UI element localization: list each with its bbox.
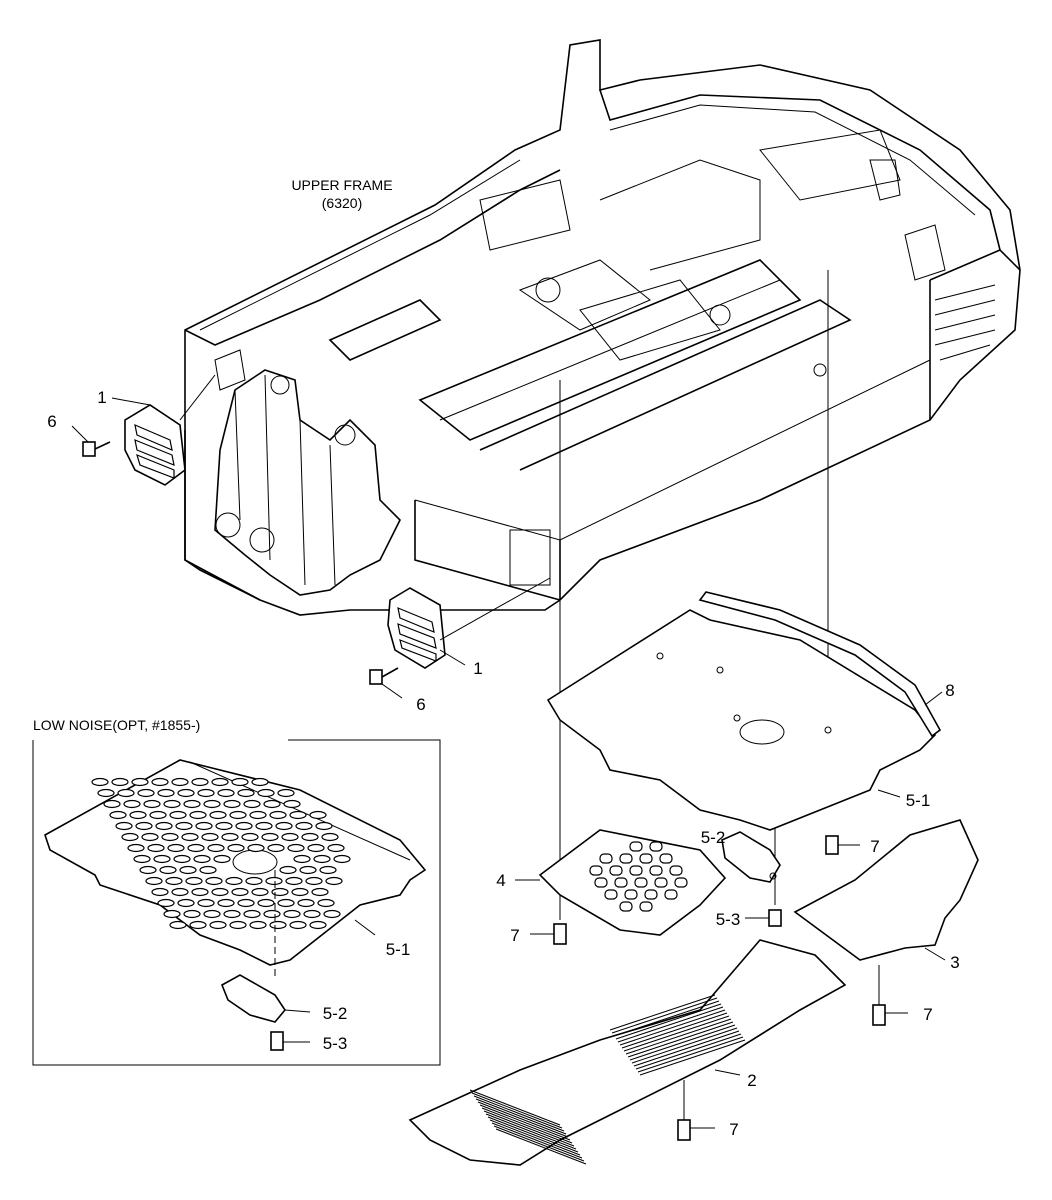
callout-1-lower: 1 <box>473 659 482 678</box>
callout-6-lower: 6 <box>416 695 425 714</box>
upper-frame-drawing <box>184 39 1021 616</box>
inset-undercover-5-1 <box>44 759 427 966</box>
low-noise-inset <box>32 739 441 1066</box>
undercover-part-5-1 <box>546 609 937 831</box>
inset-callout-5-2: 5-2 <box>323 1004 348 1023</box>
callout-5-3: 5-3 <box>716 910 741 929</box>
upper-frame-title: UPPER FRAME <box>291 177 392 193</box>
grille-plate-part-4 <box>515 829 727 936</box>
callout-6-upper: 6 <box>47 412 56 431</box>
cover-part-2 <box>408 939 847 1166</box>
bolt-part-5-3-right <box>745 909 782 927</box>
inset-callout-5-1: 5-1 <box>386 940 411 959</box>
inset-callout-5-3: 5-3 <box>323 1034 348 1053</box>
plate-part-5-2-right <box>721 831 781 883</box>
bolt-part-7-d <box>677 1080 715 1141</box>
callout-7-d: 7 <box>729 1120 738 1139</box>
grille-part-1-upper <box>111 374 216 486</box>
callout-8: 8 <box>945 681 954 700</box>
callout-5-1: 5-1 <box>906 791 931 810</box>
callout-1-upper: 1 <box>97 388 106 407</box>
callout-7-c: 7 <box>923 1005 932 1024</box>
grille-part-1-lower <box>387 577 551 669</box>
callout-4: 4 <box>496 871 505 890</box>
callout-2: 2 <box>747 1071 756 1090</box>
callout-7-b: 7 <box>510 926 519 945</box>
bolt-part-6-lower <box>369 667 403 699</box>
inset-bolt-5-3 <box>270 1031 310 1051</box>
bolt-part-7-b <box>530 923 567 945</box>
callout-3: 3 <box>950 953 959 972</box>
cover-part-3 <box>793 819 979 961</box>
strip-part-8 <box>698 591 943 738</box>
bolt-part-7-c <box>872 965 908 1026</box>
callout-5-2: 5-2 <box>701 828 726 847</box>
upper-frame-number: (6320) <box>322 195 362 211</box>
bolt-part-6-upper <box>71 425 111 457</box>
inset-title: LOW NOISE(OPT, #1855-) <box>33 717 200 733</box>
callout-7-a: 7 <box>870 837 879 856</box>
bolt-part-7-a <box>825 835 860 855</box>
inset-plate-5-2 <box>220 974 311 1023</box>
